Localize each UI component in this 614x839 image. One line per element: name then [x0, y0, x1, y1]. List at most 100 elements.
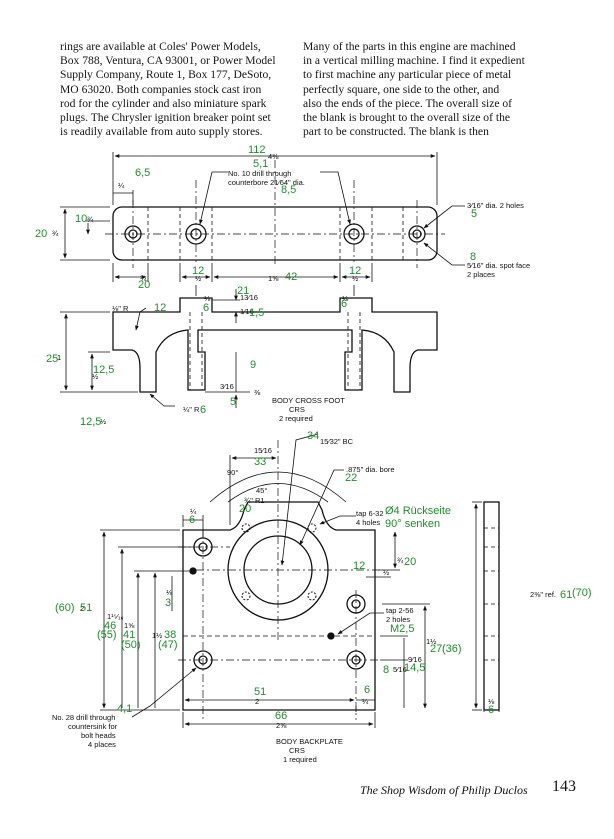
dim-r34: ¾ [397, 556, 404, 565]
dim-v1: ⅛ [166, 588, 173, 597]
dim-total: 2⅝ [276, 721, 287, 730]
dim-a: 15⁄16 [254, 446, 272, 455]
dim-ang90: 90° [227, 468, 238, 477]
dim-side-w: ⅛ [488, 697, 495, 706]
text-column-left: rings are available at Coles' Power Mode… [60, 40, 292, 139]
dim-foot: ½ [92, 372, 99, 381]
dim-half: ½ [383, 568, 390, 577]
dim-total-height: ¾ [52, 229, 59, 238]
hw-h25: 25 [46, 353, 58, 365]
note-drill28-1: No. 28 drill through [52, 713, 115, 722]
hw-r6: 6 [200, 404, 206, 416]
text-line: Supply Company, Route 1, Box 177, DeSoto… [60, 68, 272, 82]
hw-wl: 6 [203, 302, 209, 314]
hw-mid: 21 [237, 285, 249, 297]
title-line-2: CRS [289, 405, 305, 414]
hw-side70: (70) [572, 587, 592, 599]
hw-bc: 34 [307, 430, 319, 442]
dim-bore: .875" dia. bore [346, 465, 395, 474]
note-spotface-1: 5⁄16" dia. spot face [467, 261, 530, 270]
dim-ang45: 45° [256, 486, 267, 495]
backplate-front-view [178, 440, 380, 720]
text-line: the blank is brought to the overall size… [303, 111, 511, 125]
note-tap256-2: 2 holes [386, 615, 410, 624]
text-line: plugs. The Chrysler ignition breaker poi… [60, 111, 271, 125]
text-line: also the ends of the piece. The overall … [303, 96, 513, 110]
cross-foot-handwritten-notes: 112 6,5 5,1 8,5 10 20 5 8 20 12 42 12 6 … [35, 144, 477, 428]
text-line: is readily available from auto supply st… [60, 125, 263, 139]
note-drill-1: No. 10 drill through [228, 169, 291, 178]
backplate-side-view [472, 501, 500, 712]
dim-radius-top: ⅛" R [112, 304, 129, 313]
backplate-handwritten-notes: 34 33 22 20 6 Ø4 Rückseite 90° senken 12… [55, 430, 592, 722]
hw-h8: 8 [383, 664, 389, 676]
hw-h47: (47) [158, 639, 178, 651]
text-line: perfectly square, one side to the other,… [303, 82, 500, 96]
dim-bottom-left: ¾ [140, 274, 147, 283]
dim-base: ½ [100, 417, 107, 426]
hw-s6: 6 [488, 704, 494, 716]
hw-wr: 6 [341, 298, 347, 310]
hw-left51: 51 [80, 602, 92, 614]
hw-r12: 12 [154, 302, 166, 314]
hw-b125: 12,5 [80, 416, 101, 428]
hw-h36: (36) [442, 643, 462, 655]
hw-bore: 22 [345, 472, 357, 484]
title-line-1: BODY CROSS FOOT [272, 396, 345, 405]
text-line: rings are available at Coles' Power Mode… [60, 40, 261, 53]
hw-m25: M2,5 [390, 623, 414, 635]
note-drill28-3: bolt heads [81, 731, 116, 740]
dim-left-offset: ¼ [118, 181, 125, 190]
hw-overall: 112 [248, 144, 266, 156]
note-drill28-4: 4 places [88, 740, 116, 749]
text-line: to first machine any particular piece of… [303, 68, 512, 82]
hw-s5: 5 [230, 396, 236, 408]
text-line: part to be constructed. The blank is the… [303, 125, 489, 139]
cross-foot-printed-labels: 4⅜ ¼ No. 10 drill through counterbore 21… [52, 152, 530, 426]
note-tap632-1: tap 6-32 [356, 509, 384, 518]
hw-r1: 20 [239, 503, 251, 515]
hw-h9: 9 [250, 359, 256, 371]
dim-w-left: ¼ [190, 507, 197, 516]
dim-small2: ⅜ [254, 388, 261, 397]
hw-hl: 12 [192, 265, 204, 277]
hw-h55: (55) [97, 629, 117, 641]
hw-h27: 27 [430, 643, 442, 655]
hw-left60: (60) [55, 602, 75, 614]
hw-back: Ø4 Rückseite [385, 505, 451, 517]
title-line-3: 2 required [279, 414, 313, 423]
hw-d41: 4,1 [117, 703, 132, 715]
hw-hr: 12 [349, 265, 361, 277]
hw-h145: 14,5 [404, 662, 425, 674]
dim-width: 2 [255, 697, 259, 706]
hw-w51: 51 [254, 686, 266, 698]
dim-half-right: ½ [352, 274, 359, 283]
cross-foot-top-view [105, 160, 445, 268]
hw-cb: 8,5 [281, 184, 296, 196]
hw-h125: 12,5 [93, 364, 114, 376]
hw-h38: 38 [164, 629, 176, 641]
dim-h-c: 1½ [152, 631, 163, 640]
note-drill-2: counterbore 21⁄64" dia. [228, 178, 305, 187]
text-line: in a vertical milling machine. I find it… [303, 54, 525, 68]
dim-h-e: 5⁄16 [393, 665, 407, 674]
text-line: MO 63020. Both companies stock cast iron [60, 82, 262, 96]
dim-overall: 4⅜ [268, 152, 279, 161]
note-tap256-1: tap 2-56 [386, 606, 414, 615]
text-column-right: Many of the parts in this engine are mac… [303, 40, 535, 139]
dim-w-right: ⅛ [342, 294, 349, 303]
dim-qtr: ¼ [362, 697, 369, 706]
hw-slot: 1,5 [249, 307, 264, 319]
dim-w-left: ⅛ [204, 294, 211, 303]
title2-line-3: 1 required [283, 755, 317, 764]
title2-line-2: CRS [289, 746, 305, 755]
hw-h41: 41 [123, 629, 135, 641]
hw-t66: 66 [275, 710, 287, 722]
backplate-dimensions [100, 433, 430, 728]
dim-h-f: 9⁄16 [408, 655, 422, 664]
dim-h-b: 1⅝ [124, 621, 135, 630]
hw-w-left: 6 [189, 514, 195, 526]
cross-foot-dimensions [60, 152, 465, 282]
cross-foot-front-dimensions [60, 285, 355, 408]
